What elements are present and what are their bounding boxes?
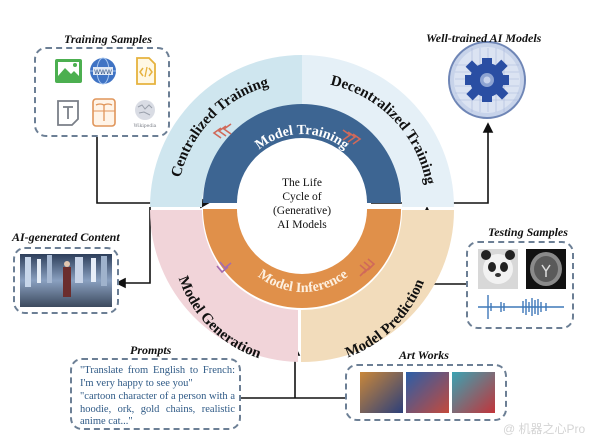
text-file-icon — [57, 100, 79, 126]
chevron-down-right-icon — [359, 258, 376, 277]
prompt-item: "Translate from English to French: I'm v… — [80, 365, 235, 389]
image-icon — [55, 59, 82, 83]
inner-segment-model-training — [203, 104, 401, 203]
art-works-box — [345, 364, 507, 421]
prompts-box: "Translate from English to French: I'm v… — [70, 358, 241, 430]
testing-samples-images — [478, 249, 566, 319]
testing-samples-box — [466, 241, 574, 329]
ai-model-gear-icon — [448, 41, 526, 119]
training-samples-title: Training Samples — [64, 32, 152, 46]
watermark: @ 机器之心Pro — [503, 422, 586, 436]
center-title: The Life Cycle of (Generative) AI Models — [273, 177, 331, 231]
outer-segment-model-generation — [149, 210, 298, 362]
ai-generated-content-box — [13, 247, 119, 314]
brain-mri-image — [526, 249, 566, 289]
prompt-item: "cartoon character of a person with a ho… — [80, 391, 235, 427]
chevron-left-icon — [212, 123, 232, 139]
center-circle — [237, 141, 367, 271]
art-work-image — [452, 372, 495, 413]
center-line: (Generative) — [273, 205, 331, 217]
www-globe-icon: WWW — [90, 57, 116, 85]
code-file-icon — [136, 57, 156, 85]
inner-ring — [203, 104, 401, 308]
training-samples-box: WWW Wikipedia — [34, 47, 170, 137]
arrow-center-to-ai-content — [125, 207, 151, 284]
prompts-title: Prompts — [130, 343, 172, 357]
book-icon — [92, 98, 116, 127]
outer-segment-decentralized-training — [302, 55, 454, 207]
chevron-down-left-icon — [216, 261, 232, 274]
inner-segment-model-inference — [203, 209, 401, 308]
arrowhead — [482, 122, 494, 133]
wikipedia-caption: Wikipedia — [134, 123, 157, 129]
direction-chevrons — [212, 123, 376, 277]
audio-waveform-image — [478, 295, 564, 319]
well-trained-models-title: Well-trained AI Models — [426, 31, 542, 45]
wikipedia-icon: Wikipedia — [134, 100, 157, 129]
ai-generated-image — [20, 254, 112, 307]
arrowhead — [115, 277, 126, 289]
art-work-image — [406, 372, 449, 413]
training-samples-icons: WWW Wikipedia — [55, 57, 157, 129]
art-work-image — [360, 372, 403, 413]
testing-samples-title: Testing Samples — [488, 225, 568, 239]
svg-text:WWW: WWW — [94, 69, 112, 76]
center-line: Cycle of — [282, 191, 321, 203]
panda-image — [478, 249, 518, 289]
center-line: The Life — [282, 177, 322, 189]
outer-segment-model-prediction — [301, 210, 454, 363]
chevron-right-icon — [342, 129, 362, 145]
art-works-title: Art Works — [399, 348, 449, 362]
art-works-images — [360, 372, 495, 413]
center-line: AI Models — [277, 219, 327, 231]
ai-generated-content-title: AI-generated Content — [12, 230, 120, 244]
